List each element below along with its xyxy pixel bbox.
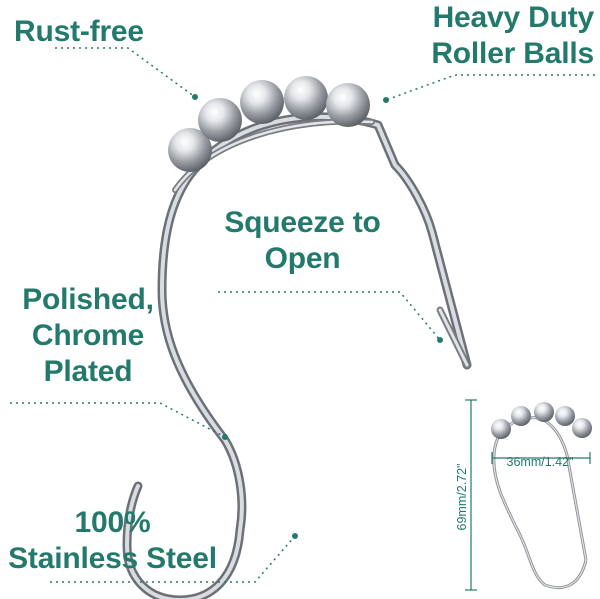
feature-stainless-steel: 100% Stainless Steel (0, 505, 225, 577)
height-dimension-text: 69mm/2.72" (455, 464, 469, 531)
width-dimension-text: 36mm/1.42" (507, 455, 574, 469)
dimension-inset: 69mm/2.72" 36mm/1.42" (455, 399, 592, 591)
roller-ball (284, 76, 328, 120)
feature-squeeze-line2: Open (264, 242, 341, 275)
feature-steel-line1: 100% (74, 506, 151, 539)
roller-ball (168, 128, 212, 172)
roller-ball (240, 80, 284, 124)
feature-rust-free: Rust-free (14, 14, 144, 50)
feature-heavy-duty: Heavy Duty Roller Balls (431, 0, 594, 72)
feature-heavy-duty-line1: Heavy Duty (432, 1, 595, 34)
feature-polished-line2: Chrome (31, 319, 145, 352)
leader-lines (10, 47, 595, 583)
roller-ball (198, 98, 242, 142)
feature-rust-free-text: Rust-free (14, 15, 144, 48)
roller-balls (168, 76, 370, 172)
feature-heavy-duty-line2: Roller Balls (431, 37, 594, 70)
feature-squeeze: Squeeze to Open (215, 205, 390, 277)
feature-steel-line2: Stainless Steel (8, 542, 217, 575)
roller-ball (326, 83, 370, 127)
feature-polished-line3: Plated (43, 355, 133, 388)
feature-polished-line1: Polished, (22, 283, 154, 316)
feature-squeeze-line1: Squeeze to (224, 206, 381, 239)
feature-polished: Polished, Chrome Plated (8, 282, 168, 390)
